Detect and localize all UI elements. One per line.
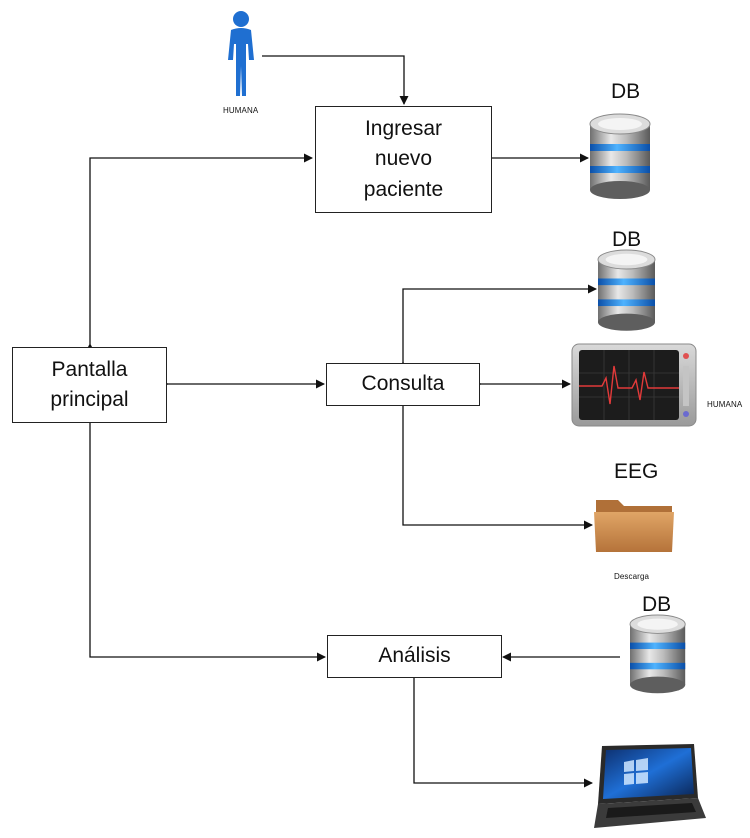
node-analisis: Análisis: [327, 635, 502, 678]
edge-pantalla-ingresar: [85, 153, 313, 352]
folder-label: Descarga: [614, 572, 650, 581]
edge-pantalla-analisis: [85, 414, 326, 662]
folder-icon: [594, 500, 674, 552]
edge-consulta-folder: [402, 406, 593, 530]
database-icon: [589, 113, 651, 200]
db-label-top: DB: [611, 80, 641, 103]
database-icon: [629, 614, 686, 694]
human-label: HUMANA: [223, 106, 259, 115]
edge-consulta-db: [398, 284, 597, 370]
person-icon: [228, 11, 254, 96]
laptop-icon: [594, 744, 706, 828]
node-consulta: Consulta: [326, 363, 480, 406]
db-label-bottom: DB: [642, 593, 672, 616]
edge-human-ingresar: [262, 55, 409, 105]
eeg-label: EEG: [614, 460, 659, 483]
monitor-label: HUMANA: [707, 400, 743, 409]
eeg-monitor-icon: [571, 343, 697, 427]
edge-analisis-laptop: [413, 678, 593, 788]
node-pantalla-principal: Pantalla principal: [12, 347, 167, 423]
connectors: [85, 55, 620, 788]
db-label-mid: DB: [612, 228, 642, 251]
node-ingresar-nuevo-paciente: Ingresar nuevo paciente: [315, 106, 492, 213]
database-icon: [597, 249, 656, 332]
